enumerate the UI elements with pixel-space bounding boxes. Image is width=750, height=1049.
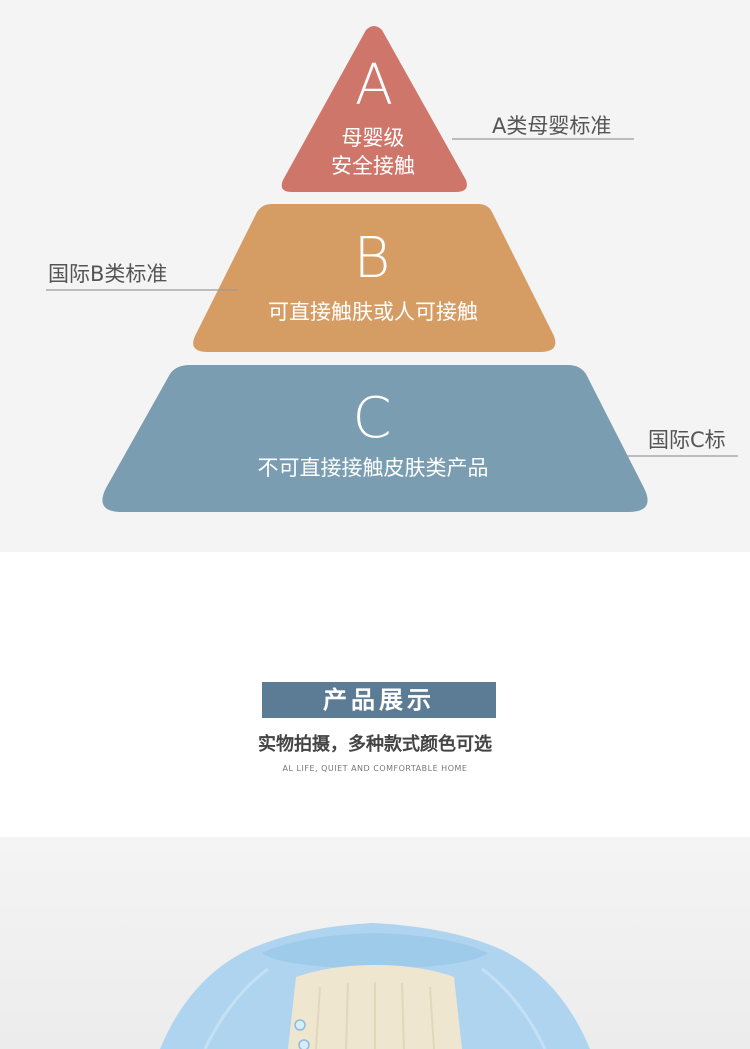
showcase-tagline: AL LIFE, QUIET AND COMFORTABLE HOME <box>282 764 468 773</box>
label-b: 国际B类标准 <box>48 262 168 286</box>
pyramid-graphic <box>46 26 738 512</box>
showcase-subtitle: 实物拍摄，多种款式颜色可选 <box>258 734 492 755</box>
tier-c-shape <box>102 365 648 512</box>
snap-button <box>294 1019 306 1031</box>
tier-b-text: 可直接触肤或人可接触 <box>268 300 478 324</box>
tier-a-line1: 母婴级 <box>341 126 405 150</box>
tier-c-text: 不可直接接触皮肤类产品 <box>257 456 489 480</box>
tier-a-letter: A <box>354 53 394 118</box>
baby-garment-illustration <box>0 837 750 1049</box>
tier-a-line2: 安全接触 <box>331 154 415 178</box>
pyramid-section: A 母婴级 安全接触 B 可直接触肤或人可接触 C 不可直接接触皮肤类产品 A类… <box>0 0 750 552</box>
tier-b-shape <box>193 204 556 352</box>
tier-b-letter: B <box>353 226 391 291</box>
tier-a-shape <box>281 26 467 192</box>
showcase-title: 产品展示 <box>262 682 496 718</box>
tier-c-letter: C <box>352 386 392 451</box>
snap-button <box>298 1039 310 1049</box>
label-c: 国际C标 <box>648 428 726 452</box>
label-a: A类母婴标准 <box>492 114 612 138</box>
garment-collar <box>262 933 488 969</box>
product-photo <box>0 837 750 1049</box>
showcase-section: 产品展示 实物拍摄，多种款式颜色可选 AL LIFE, QUIET AND CO… <box>0 552 750 837</box>
